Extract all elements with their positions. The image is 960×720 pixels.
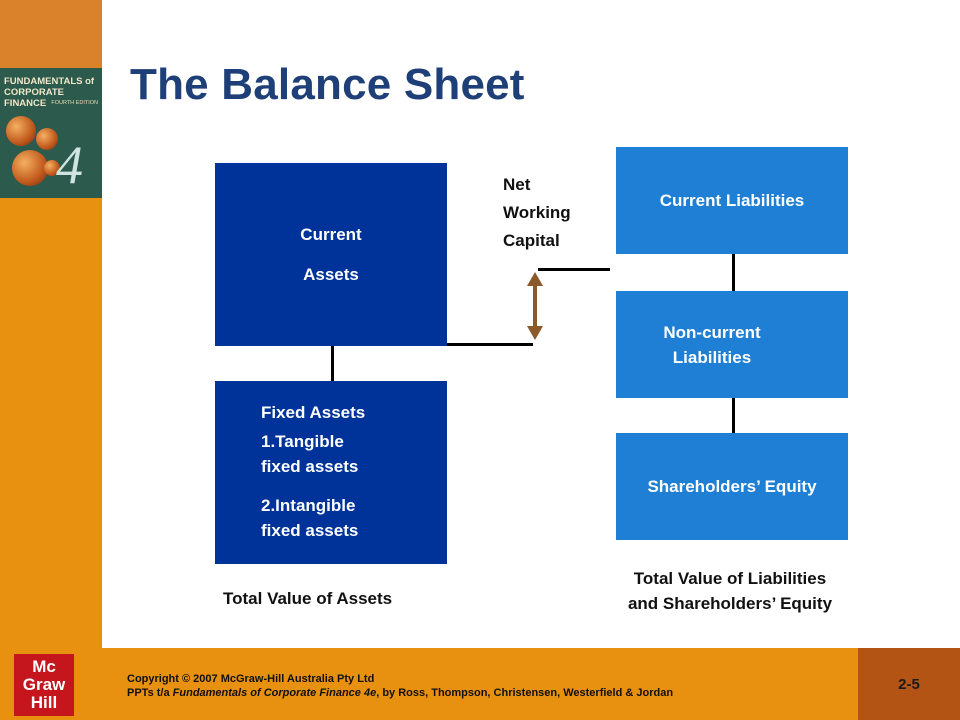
book-cover-orb — [6, 116, 36, 146]
book-title-line2: CORPORATE FINANCE — [4, 87, 64, 109]
book-cover-title: FUNDAMENTALS of CORPORATE FINANCE — [4, 76, 98, 109]
total-liabilities-line1: Total Value of Liabilities — [633, 569, 827, 588]
logo-line1: Mc — [32, 657, 56, 676]
current-assets-label-line2: Assets — [303, 264, 359, 284]
current-assets-label-line1: Current — [300, 224, 362, 244]
copyright-rest: 2007 McGraw-Hill Australia Pty Ltd — [190, 673, 375, 685]
ppt-book-title: Fundamentals of Corporate Finance 4e — [172, 687, 377, 699]
noncurrent-liabilities-line2: Liabilities — [672, 347, 752, 367]
ppt-line: PPTs t/a Fundamentals of Corporate Finan… — [127, 686, 673, 700]
double-arrow-icon — [527, 272, 543, 340]
mcgraw-hill-logo: Mc Graw Hill — [14, 654, 74, 716]
logo-line2: Graw — [22, 675, 66, 694]
copyright-prefix: Copyright — [127, 673, 182, 685]
fixed-assets-heading: Fixed Assets — [261, 403, 366, 422]
book-cover-orb — [12, 150, 48, 186]
connector-liabilities-vertical-2 — [732, 398, 735, 433]
fixed-assets-item2-line2: fixed assets — [261, 521, 359, 540]
noncurrent-liabilities-line1: Non-current — [663, 322, 761, 342]
book-cover-image: FUNDAMENTALS of CORPORATE FINANCE FOURTH… — [0, 68, 102, 198]
copyright-text: Copyright © 2007 McGraw-Hill Australia P… — [127, 672, 673, 700]
book-cover-orb — [44, 160, 60, 176]
noncurrent-liabilities-box: Non-current Liabilities — [616, 291, 848, 398]
connector-assets-vertical — [331, 346, 334, 381]
nwc-line2: Working — [503, 203, 571, 222]
total-assets-label: Total Value of Assets — [223, 589, 393, 608]
current-assets-box: Current Assets — [215, 163, 447, 346]
book-title-line1: FUNDAMENTALS of — [4, 76, 95, 87]
total-liabilities-line2: and Shareholders’ Equity — [627, 594, 833, 613]
page-title: The Balance Sheet — [130, 60, 525, 109]
book-edition-number: 4 — [56, 135, 83, 195]
copyright-symbol: © — [182, 673, 191, 685]
footer: Mc Graw Hill Copyright © 2007 McGraw-Hil… — [0, 648, 960, 720]
book-edition: FOURTH EDITION — [51, 100, 98, 106]
book-cover-orb — [36, 128, 58, 150]
ppt-suffix: , by Ross, Thompson, Christensen, Wester… — [376, 687, 674, 699]
shareholders-equity-box: Shareholders’ Equity — [616, 433, 848, 540]
total-liabilities-equity-label: Total Value of Liabilities and Sharehold… — [598, 566, 862, 616]
copyright-line: Copyright © 2007 McGraw-Hill Australia P… — [127, 672, 673, 686]
connector-liabilities-vertical-1 — [732, 254, 735, 291]
fixed-assets-box: Fixed Assets 1.Tangible fixed assets 2.I… — [215, 381, 447, 564]
sidebar-top-block — [0, 0, 102, 68]
current-liabilities-label: Current Liabilities — [659, 190, 805, 210]
current-liabilities-box: Current Liabilities — [616, 147, 848, 254]
logo-line3: Hill — [30, 693, 58, 712]
fixed-assets-item2-line1: 2.Intangible — [261, 496, 356, 515]
nwc-lower-line — [447, 343, 533, 346]
fixed-assets-item1-line1: 1.Tangible — [261, 432, 344, 451]
fixed-assets-item1-line2: fixed assets — [261, 457, 359, 476]
ppt-prefix: PPTs t/a — [127, 687, 173, 699]
net-working-capital-label: Net Working Capital — [503, 171, 571, 255]
nwc-line3: Capital — [503, 231, 560, 250]
nwc-upper-line — [538, 268, 610, 271]
nwc-line1: Net — [503, 175, 531, 194]
page-number-block: 2-5 — [858, 648, 960, 720]
page-number: 2-5 — [898, 675, 920, 693]
shareholders-equity-label: Shareholders’ Equity — [647, 476, 817, 496]
